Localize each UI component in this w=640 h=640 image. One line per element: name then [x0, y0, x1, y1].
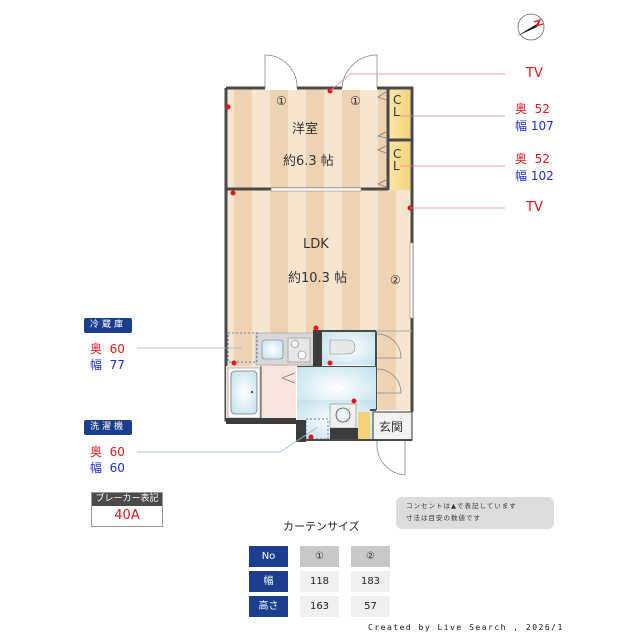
- room-name-entrance: 玄関: [379, 420, 404, 434]
- header-no: No: [249, 546, 288, 567]
- col2-height: 57: [351, 596, 390, 617]
- curtain-title: カーテンサイズ: [283, 520, 360, 533]
- header-width: 幅: [249, 571, 288, 592]
- room-size-western: 約6.3 帖: [283, 154, 334, 169]
- col2-width: 183: [351, 571, 390, 592]
- col1-no: ①: [300, 546, 339, 567]
- closet-label-2: C L: [393, 147, 402, 173]
- window-marker-2: ②: [390, 273, 401, 287]
- closet-label-1: C L: [393, 93, 402, 119]
- washer-tag: 洗濯機: [84, 420, 132, 435]
- note-line-2: 寸法は目安の数値です: [406, 514, 481, 522]
- breaker-label: ブレーカー表記: [92, 493, 162, 506]
- tv-label-bottom: TV: [526, 200, 543, 215]
- room-name-western: 洋室: [292, 122, 319, 137]
- fridge-depth: 奥 60: [90, 342, 125, 356]
- col1-height: 163: [300, 596, 339, 617]
- closet2-depth: 奥 52: [515, 152, 550, 166]
- compass-icon: [517, 13, 545, 41]
- fridge-tag: 冷蔵庫: [84, 318, 132, 333]
- room-name-ldk: LDK: [303, 237, 329, 252]
- fridge-width: 幅 77: [90, 358, 125, 372]
- breaker-value: 40A: [92, 506, 162, 526]
- window-marker-1a: ①: [276, 94, 287, 108]
- washer-width: 幅 60: [90, 461, 125, 475]
- tv-label-top: TV: [526, 66, 543, 81]
- closet2-width: 幅 102: [515, 169, 554, 183]
- closet1-width: 幅 107: [515, 119, 554, 133]
- col2-no: ②: [351, 546, 390, 567]
- window-marker-1b: ①: [350, 94, 361, 108]
- closet1-depth: 奥 52: [515, 102, 550, 116]
- breaker-box: ブレーカー表記 40A: [91, 492, 163, 527]
- header-height: 高さ: [249, 596, 288, 617]
- note-line-1: コンセントは▲で表記しています: [406, 502, 517, 510]
- legend-note: コンセントは▲で表記しています 寸法は目安の数値です: [396, 497, 554, 529]
- col1-width: 118: [300, 571, 339, 592]
- outlet-markers: [225, 88, 413, 440]
- room-size-ldk: 約10.3 帖: [288, 271, 348, 286]
- credit-text: Created by Live Search , 2026/1: [368, 623, 564, 632]
- washer-depth: 奥 60: [90, 445, 125, 459]
